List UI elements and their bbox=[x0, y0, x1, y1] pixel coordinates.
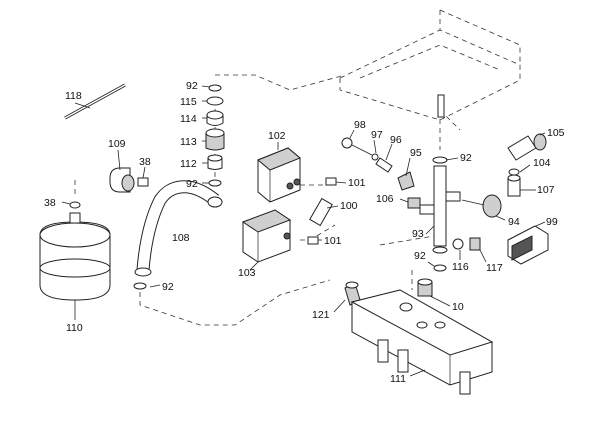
part-94-gauge bbox=[461, 194, 502, 218]
fittings-116-117 bbox=[452, 237, 481, 251]
callout-101: 101 bbox=[348, 177, 366, 189]
callout-101: 101 bbox=[324, 235, 342, 247]
callout-labels: 118 92 115 114 113 112 92 109 38 38 108 … bbox=[44, 80, 565, 385]
part-108-hose bbox=[133, 180, 223, 290]
callout-110: 110 bbox=[66, 322, 83, 334]
part-106 bbox=[407, 197, 421, 209]
callout-112: 112 bbox=[180, 158, 197, 170]
callout-115: 115 bbox=[180, 96, 197, 108]
callout-38: 38 bbox=[139, 156, 151, 168]
fittings-104-107 bbox=[507, 133, 547, 197]
part-99-display bbox=[507, 225, 549, 265]
callout-95: 95 bbox=[410, 147, 422, 159]
part-102-switch bbox=[257, 147, 301, 203]
part-10-fitting bbox=[417, 278, 433, 297]
fittings-101-100 bbox=[307, 177, 337, 245]
callout-38: 38 bbox=[44, 197, 56, 209]
callout-94: 94 bbox=[508, 216, 520, 228]
callout-92: 92 bbox=[414, 250, 426, 262]
part-103-switch bbox=[241, 209, 292, 263]
fittings-95-98 bbox=[341, 137, 415, 191]
callout-104: 104 bbox=[533, 157, 551, 169]
callout-92: 92 bbox=[162, 281, 174, 293]
callout-92: 92 bbox=[186, 80, 198, 92]
callout-113: 113 bbox=[180, 136, 197, 148]
callout-109: 109 bbox=[108, 138, 126, 150]
callout-96: 96 bbox=[390, 134, 402, 146]
callout-117: 117 bbox=[486, 262, 503, 274]
part-111-base-manifold bbox=[350, 289, 494, 395]
callout-114: 114 bbox=[180, 113, 197, 125]
fitting-stack-left bbox=[205, 84, 225, 187]
callout-10: 10 bbox=[452, 301, 464, 313]
callout-92: 92 bbox=[460, 152, 472, 164]
callout-106: 106 bbox=[376, 193, 394, 205]
callout-93: 93 bbox=[412, 228, 424, 240]
callout-116: 116 bbox=[452, 261, 469, 273]
part-118-rod bbox=[64, 83, 126, 120]
leader-lines bbox=[61, 85, 546, 377]
callout-102: 102 bbox=[268, 130, 286, 142]
callout-118: 118 bbox=[65, 90, 82, 102]
callout-121: 121 bbox=[312, 309, 330, 321]
chassis-outline bbox=[339, 9, 521, 121]
callout-105: 105 bbox=[547, 127, 565, 139]
callout-97: 97 bbox=[371, 129, 383, 141]
callout-103: 103 bbox=[238, 267, 256, 279]
part-109-elbow bbox=[109, 167, 149, 193]
callout-111: 111 bbox=[390, 373, 406, 385]
callout-100: 100 bbox=[340, 200, 358, 212]
callout-99: 99 bbox=[546, 216, 558, 228]
callout-107: 107 bbox=[537, 184, 555, 196]
part-93-manifold-tee bbox=[419, 156, 461, 272]
callout-92: 92 bbox=[186, 178, 198, 190]
part-110-expansion-tank bbox=[39, 201, 111, 301]
callout-108: 108 bbox=[172, 232, 190, 244]
callout-98: 98 bbox=[354, 119, 366, 131]
